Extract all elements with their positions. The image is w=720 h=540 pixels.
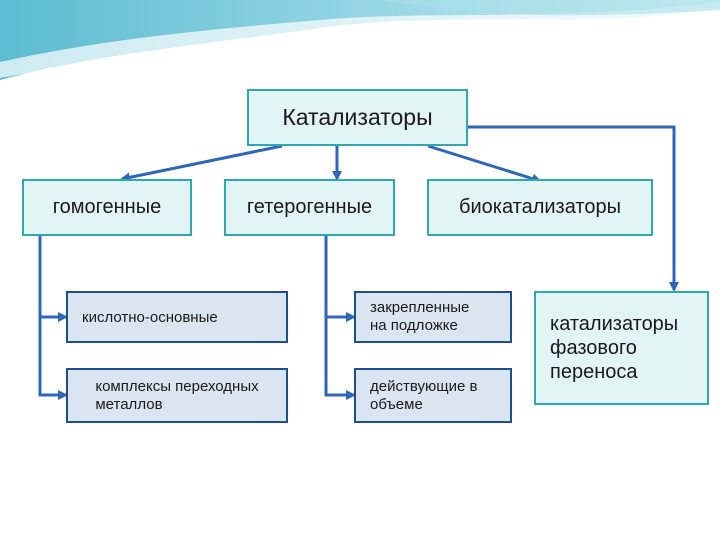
arrow-homogeneous-branch xyxy=(38,236,68,400)
subtype-transition-metal-label: комплексы переходных металлов xyxy=(95,377,259,413)
arrow-root-to-phase-transfer xyxy=(468,125,679,292)
arrow-root-to-homogeneous xyxy=(120,144,283,183)
category-homogeneous: гомогенные xyxy=(22,179,192,236)
subtype-acid-base: кислотно-основные xyxy=(66,291,288,343)
category-phase-transfer-label: катализаторы фазового переноса xyxy=(550,313,679,383)
category-heterogeneous-label: гетерогенные xyxy=(246,196,373,218)
category-bio: биокатализаторы xyxy=(427,179,653,236)
subtype-bulk: действующие в объеме xyxy=(354,368,512,423)
category-bio-label: биокатализаторы xyxy=(459,196,621,218)
arrow-root-to-bio xyxy=(427,144,542,184)
subtype-bulk-label: действующие в объеме xyxy=(370,377,478,413)
subtype-supported-label: закрепленные на подложке xyxy=(370,299,470,334)
category-phase-transfer: катализаторы фазового переноса xyxy=(534,291,709,405)
subtype-supported: закрепленные на подложке xyxy=(354,291,512,343)
category-heterogeneous: гетерогенные xyxy=(224,179,395,236)
arrow-heterogeneous-branch xyxy=(324,236,356,400)
subtype-transition-metal: комплексы переходных металлов xyxy=(66,368,288,423)
decorative-wave-header xyxy=(0,0,720,80)
category-homogeneous-label: гомогенные xyxy=(52,196,162,218)
subtype-acid-base-label: кислотно-основные xyxy=(82,308,218,326)
root-box: Катализаторы xyxy=(247,89,468,146)
root-label: Катализаторы xyxy=(282,104,433,130)
